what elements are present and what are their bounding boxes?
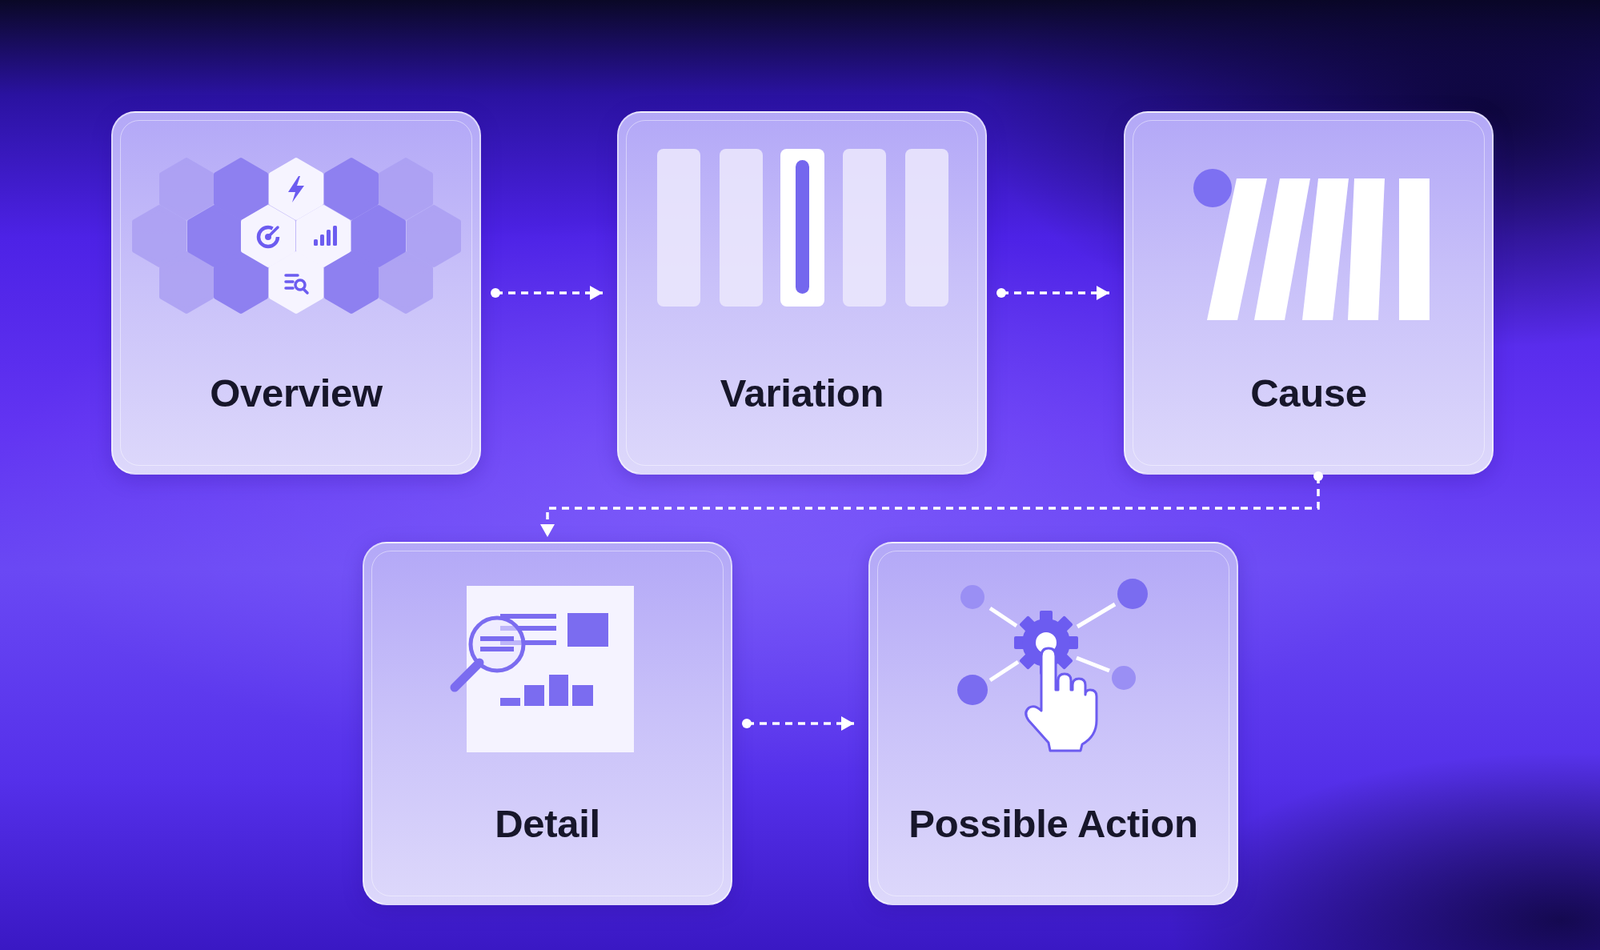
arrow-head <box>841 716 855 731</box>
connector-dot <box>996 288 1007 298</box>
gear-hand-icon <box>957 578 1148 751</box>
report-magnifier-icon <box>454 585 634 753</box>
box-label: Possible Action <box>878 797 1229 850</box>
process-box: Variation <box>617 111 987 475</box>
connector-dot <box>490 288 501 298</box>
honeycomb-icon <box>134 160 459 312</box>
box-label: Variation <box>626 367 978 419</box>
arrow-head <box>540 524 555 538</box>
process-box: Cause <box>1123 111 1494 475</box>
box-label: Overview <box>120 367 472 419</box>
connector-line <box>1001 291 1110 295</box>
falling-bars-icon <box>1193 168 1430 321</box>
variation-bars-icon <box>657 148 949 307</box>
box-label: Cause <box>1133 367 1484 419</box>
process-box: Possible Action <box>868 541 1239 906</box>
connector-line <box>495 291 603 295</box>
connector-line <box>746 721 855 726</box>
connector-line <box>547 476 1319 538</box>
process-box: Detail <box>362 541 733 906</box>
box-label: Detail <box>372 797 723 850</box>
dashed-connector <box>996 285 1110 301</box>
arrow-head <box>589 285 603 301</box>
connector-dot <box>1313 471 1324 482</box>
dashed-connector <box>490 285 603 301</box>
dashed-connector <box>540 471 1324 538</box>
dashed-connector <box>741 716 855 731</box>
arrow-head <box>1096 285 1110 301</box>
connector-dot <box>741 718 752 729</box>
process-box: Overview <box>111 111 482 475</box>
